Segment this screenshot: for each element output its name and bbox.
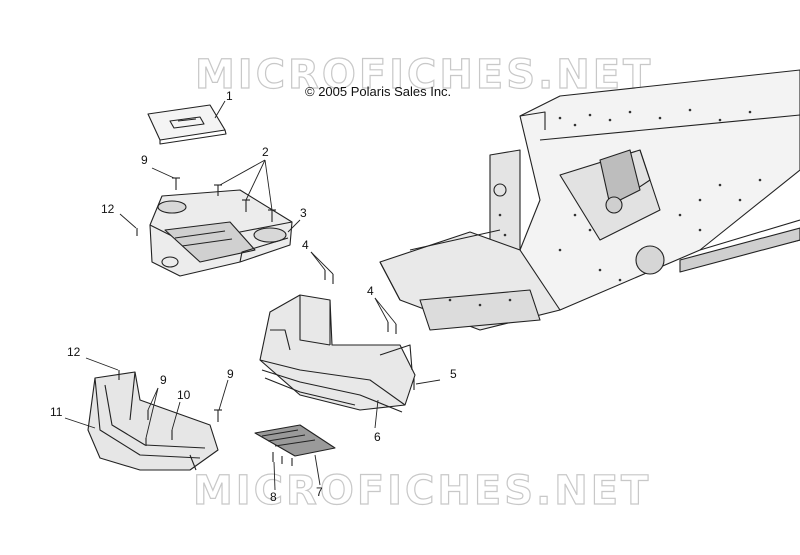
callout-4a: 4	[302, 238, 309, 252]
callout-9a: 9	[141, 153, 148, 167]
callout-12b: 12	[67, 345, 81, 359]
callout-10: 10	[177, 388, 191, 402]
chassis-tunnel-part	[379, 69, 800, 331]
upper-console-part	[149, 189, 293, 277]
callout-2: 2	[262, 145, 269, 159]
callout-8: 8	[270, 490, 277, 504]
watermark-top: MICROFICHES.NET	[194, 51, 654, 98]
callout-4b: 4	[367, 284, 374, 298]
callout-6: 6	[374, 430, 381, 444]
belly-pan-part	[259, 294, 416, 413]
leader-lines	[64, 100, 441, 491]
copyright-notice: © 2005 Polaris Sales Inc.	[305, 84, 452, 99]
watermark-bottom: MICROFICHES.NET	[192, 467, 652, 514]
callout-1: 1	[226, 89, 233, 103]
callout-9b: 9	[160, 373, 167, 387]
callout-5: 5	[450, 367, 457, 381]
callout-12a: 12	[101, 202, 115, 216]
callout-9c: 9	[227, 367, 234, 381]
front-nose-part	[87, 371, 219, 471]
chassis-rivets	[448, 108, 762, 307]
access-panel-part	[147, 104, 227, 145]
callout-3: 3	[300, 206, 307, 220]
callout-7: 7	[316, 485, 323, 499]
callout-11: 11	[50, 405, 63, 419]
skid-plate-part	[254, 424, 336, 457]
